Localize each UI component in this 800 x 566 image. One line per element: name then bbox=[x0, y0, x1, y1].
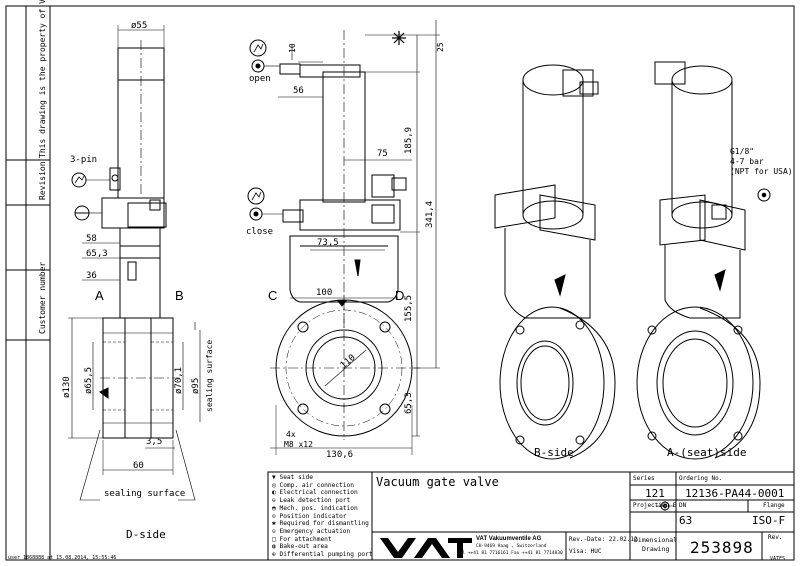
legend-item: ◐ Electrical connection bbox=[272, 489, 358, 497]
side-strip bbox=[5, 5, 51, 561]
dim-155-5: 155,5 bbox=[404, 294, 414, 322]
legend-symbol: □ bbox=[272, 535, 276, 543]
side-d-label: D bbox=[395, 288, 405, 303]
legend-symbol: ◎ bbox=[272, 481, 276, 489]
legend-item: ✱ Required for dismantling bbox=[272, 520, 369, 528]
legend-symbol: ✱ bbox=[272, 520, 276, 528]
sealing-surface-label: sealing surface bbox=[104, 489, 186, 499]
dim-73-5: 73,5 bbox=[317, 238, 339, 248]
open-label: open bbox=[249, 74, 271, 84]
dim-36: 36 bbox=[86, 271, 97, 281]
thread-spec: M8 x12 bbox=[284, 440, 313, 449]
dim-10: 10 bbox=[288, 43, 297, 53]
legend-item: ⊙ Position indicator bbox=[272, 512, 347, 520]
drawing-label: Drawing bbox=[642, 545, 670, 553]
air-spec-line2: 4-7 bar bbox=[730, 157, 764, 166]
sealing-surface-vertical-label: sealing surface bbox=[205, 339, 214, 412]
legend-symbol: ◓ bbox=[272, 504, 276, 512]
dim-3-5: 3,5 bbox=[146, 437, 163, 447]
side-c-label: C bbox=[268, 288, 278, 303]
air-spec-line3: (NPT for USA) bbox=[730, 167, 793, 176]
vat-logo bbox=[380, 538, 472, 558]
corner-code: VATFS bbox=[770, 556, 786, 562]
dim-130-6: 130,6 bbox=[326, 450, 354, 460]
company-contact: Tel ++41 81 7716161 Fax ++41 81 7714830 bbox=[457, 551, 563, 556]
d-side-view bbox=[68, 25, 201, 501]
series-value: 121 bbox=[645, 487, 665, 500]
dn-value: 63 bbox=[679, 514, 693, 527]
dim-65-3-lower: 65,3 bbox=[404, 392, 414, 414]
dim-341-4: 341,4 bbox=[425, 200, 435, 228]
side-a-label: A bbox=[95, 288, 104, 303]
dim-75: 75 bbox=[377, 149, 388, 159]
air-spec-line1: G1/8" bbox=[730, 147, 755, 156]
legend-symbol: ⊕ bbox=[272, 551, 276, 559]
legend-item: ⊖ Leak detection port bbox=[272, 497, 351, 505]
legend-symbol: ⊝ bbox=[272, 527, 276, 535]
customer-number-label: Customer number bbox=[38, 261, 47, 334]
b-side-view bbox=[494, 64, 616, 460]
dim-60: 60 bbox=[133, 461, 144, 471]
dim-185-9: 185,9 bbox=[404, 126, 414, 154]
revision-label: Revision bbox=[38, 161, 47, 200]
company-name: VAT Vakuumventile AG bbox=[476, 536, 542, 542]
holes-count: 4x bbox=[286, 430, 296, 439]
dim-d65-5: ø65,5 bbox=[84, 366, 94, 394]
title-block bbox=[267, 471, 795, 561]
drawing-title: Vacuum gate valve bbox=[376, 475, 499, 489]
a-side-view bbox=[636, 61, 771, 460]
dimensional-label: Dimensional bbox=[634, 536, 678, 544]
dn-label: DN bbox=[679, 502, 687, 509]
dim-58: 58 bbox=[86, 234, 97, 244]
legend-symbol: ⊙ bbox=[272, 512, 276, 520]
company-address: CH-9469 Haag , Switzerland bbox=[476, 544, 547, 549]
footer-stamp: user 1868888 at 15.08.2014, 15:55:46 bbox=[8, 555, 117, 561]
legend-item: ◎ Comp. air connection bbox=[272, 481, 354, 489]
series-label: Series bbox=[633, 475, 655, 482]
dim-d70-1: ø70,1 bbox=[174, 366, 184, 394]
ordering-label: Ordering No. bbox=[679, 475, 723, 482]
legend-symbol: ▼ bbox=[272, 474, 276, 481]
rev-label: Rev. bbox=[768, 534, 783, 541]
front-view bbox=[247, 20, 440, 455]
property-note: This drawing is the property of VAT. bbox=[38, 0, 47, 158]
legend-item: ◍ Bake-out area bbox=[272, 543, 328, 551]
revision-date: Rev.-Date: 22.02.12 bbox=[569, 536, 638, 543]
dim-25: 25 bbox=[436, 42, 445, 52]
dim-d130: ø130 bbox=[62, 376, 72, 398]
projection-label: Projection E bbox=[633, 502, 677, 509]
dim-56: 56 bbox=[293, 86, 304, 96]
legend-item: ⊕ Differential pumping port bbox=[272, 551, 373, 559]
a-side-view-label: A-(seat)side bbox=[667, 446, 747, 459]
legend-item: □ For attachment bbox=[272, 535, 332, 543]
close-label: close bbox=[246, 227, 274, 237]
legend-symbol: ◐ bbox=[272, 489, 276, 497]
dim-65-3: 65,3 bbox=[86, 249, 108, 259]
ordering-number: 12136-PA44-0001 bbox=[685, 487, 785, 500]
symbol-legend: ▼ Seat side ◎ Comp. air connection ◐ Ele… bbox=[272, 474, 373, 559]
drawing-number: 253898 bbox=[690, 538, 754, 557]
legend-item: ◓ Mech. pos. indication bbox=[272, 504, 358, 512]
dim-100: 100 bbox=[316, 288, 333, 298]
flange-value: ISO-F bbox=[752, 514, 786, 527]
flange-label: Flange bbox=[763, 502, 785, 509]
b-side-view-label: B-side bbox=[534, 446, 574, 459]
legend-item: ⊝ Emergency actuation bbox=[272, 527, 351, 535]
legend-item: ▼ Seat side bbox=[272, 474, 313, 481]
legend-symbol: ◍ bbox=[272, 543, 276, 551]
visa: Visa: HUC bbox=[569, 548, 602, 555]
dim-d95: ø95 bbox=[191, 377, 201, 394]
legend-symbol: ⊖ bbox=[272, 497, 276, 505]
d-side-view-label: D-side bbox=[126, 528, 166, 541]
three-pin-label: 3-pin bbox=[70, 155, 98, 165]
side-b-label: B bbox=[175, 288, 184, 303]
dim-d55: ø55 bbox=[131, 21, 148, 31]
